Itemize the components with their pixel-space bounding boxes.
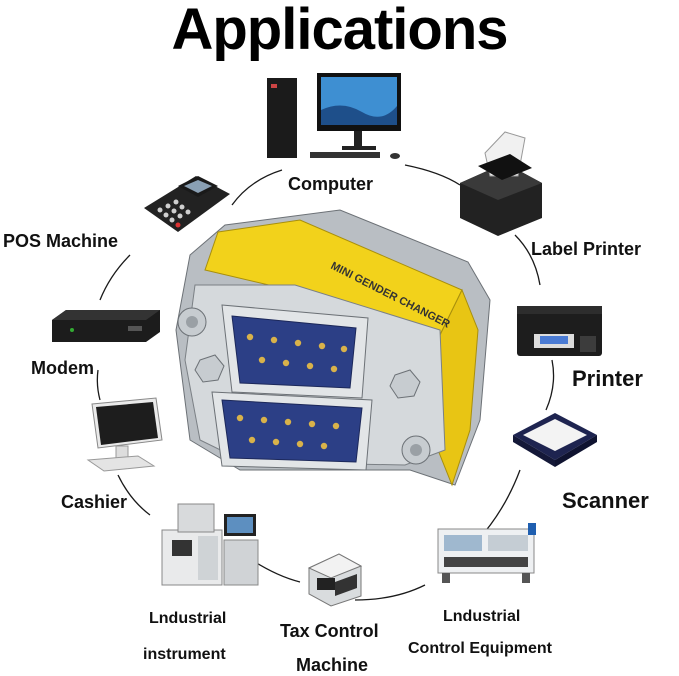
computer-icon: [267, 73, 401, 159]
label-industrial-control-line1: Lndustrial: [443, 608, 521, 625]
thumb-screw-right: [401, 435, 431, 465]
scanner-icon: [513, 413, 597, 467]
printer-icon: [517, 306, 602, 356]
label-scanner: Scanner: [562, 488, 649, 513]
label-tax-control-line1: Tax Control: [280, 621, 379, 641]
label-computer: Computer: [288, 174, 373, 194]
industrial-instrument-icon: [161, 503, 259, 586]
db9-connector-bottom: [211, 391, 373, 471]
hex-screw-top: [389, 369, 421, 399]
label-printer-icon: [460, 131, 542, 236]
label-industrial-instrument-line2: instrument: [143, 646, 226, 663]
label-industrial-control-line2: Control Equipment: [408, 640, 552, 657]
thumb-screw-left: [177, 307, 207, 337]
label-modem: Modem: [31, 358, 94, 378]
tax-control-machine-icon: [307, 553, 363, 607]
modem-icon: [52, 310, 160, 342]
connection-ring: [96, 164, 555, 601]
page-title: Applications: [171, 0, 508, 62]
label-label-printer: Label Printer: [531, 239, 642, 259]
label-pos-machine: POS Machine: [3, 231, 119, 251]
label-cashier: Cashier: [61, 492, 128, 512]
label-industrial-instrument-line1: Lndustrial: [149, 610, 227, 627]
hex-screw-mid: [194, 354, 225, 383]
pos-machine-icon: [144, 176, 230, 232]
cashier-icon: [86, 397, 163, 472]
industrial-control-equipment-icon: [437, 523, 536, 583]
label-printer: Printer: [572, 366, 643, 391]
db9-connector-top: [221, 304, 369, 399]
label-tax-control-line2: Machine: [296, 655, 369, 675]
gender-changer-adapter: MINI GENDER CHANGER: [175, 209, 491, 487]
